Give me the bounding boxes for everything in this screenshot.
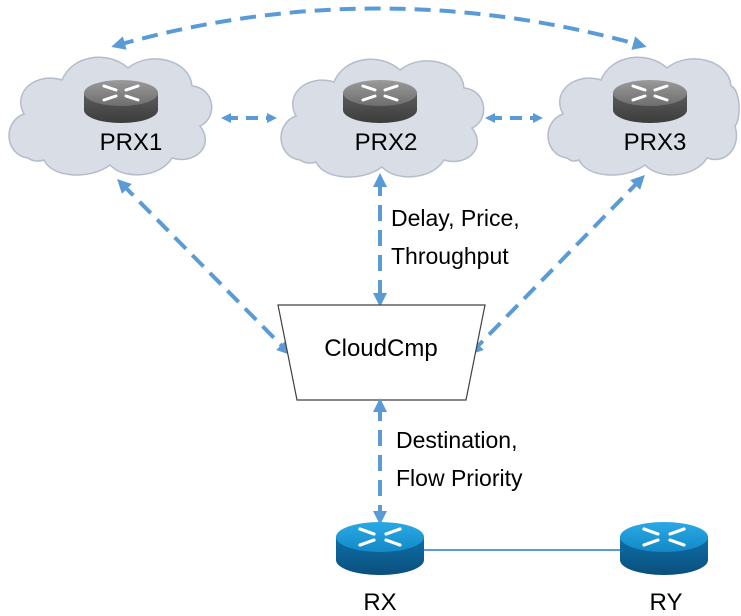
node-label-cloudcmp: CloudCmp xyxy=(324,335,437,362)
edge-prx1-prx3-arc xyxy=(111,6,647,50)
router-icon-blue xyxy=(336,522,424,575)
edge-label-request-line1: Destination, xyxy=(396,427,517,453)
node-label-prx1: PRX1 xyxy=(100,129,163,156)
router-prx1 xyxy=(84,80,158,123)
router-prx2 xyxy=(343,80,417,123)
edge-prx1-cloudcmp xyxy=(117,179,291,355)
cloudcmp-box xyxy=(277,304,486,401)
node-label-rx: RX xyxy=(363,589,396,616)
edge-label-request-line2: Flow Priority xyxy=(396,465,523,491)
router-icon-gray xyxy=(613,80,687,123)
edge-label-metrics-line1: Delay, Price, xyxy=(391,205,520,231)
router-prx3 xyxy=(613,80,687,123)
node-label-ry: RY xyxy=(650,589,683,616)
node-label-prx3: PRX3 xyxy=(624,129,687,156)
edge-prx3-cloudcmp xyxy=(469,174,645,356)
router-ry xyxy=(620,522,708,575)
router-icon-blue xyxy=(620,522,708,575)
edge-label-metrics-line2: Throughput xyxy=(391,243,509,269)
node-label-prx2: PRX2 xyxy=(355,129,418,156)
router-icon-gray xyxy=(343,80,417,123)
router-icon-gray xyxy=(84,80,158,123)
router-rx xyxy=(336,522,424,575)
